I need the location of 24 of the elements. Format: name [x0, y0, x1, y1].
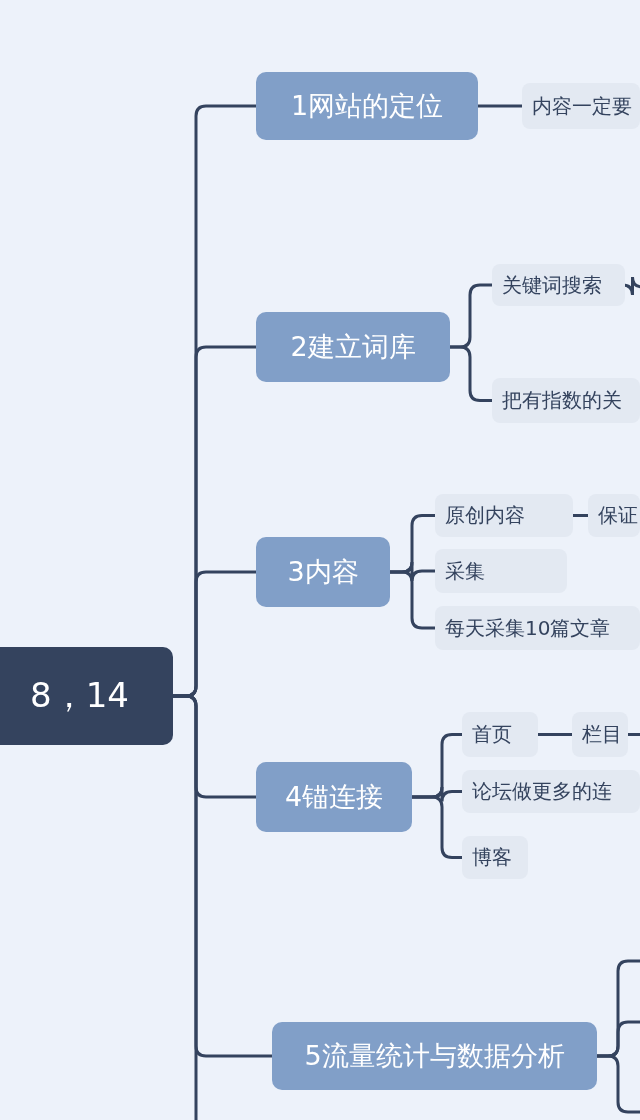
- main-topic: 4锚连接: [256, 762, 412, 832]
- connector-line: [478, 104, 522, 108]
- subtopic: 原创内容: [435, 494, 573, 537]
- subtopic: 把有指数的关: [492, 378, 640, 423]
- subtopic: 关键词搜索: [492, 264, 625, 306]
- connector-line: [173, 694, 198, 1120]
- subtopic: 论坛做更多的连: [462, 770, 640, 813]
- main-topic: 1网站的定位: [256, 72, 478, 140]
- subtopic: 栏目: [572, 712, 628, 757]
- connector-line: [628, 733, 640, 736]
- subtopic: 每天采集10篇文章: [435, 606, 640, 650]
- subtopic: 首页: [462, 712, 538, 757]
- subtopic: 采集: [435, 549, 567, 593]
- main-topic: 5流量统计与数据分析: [272, 1022, 597, 1090]
- connector-line: [597, 1054, 640, 1114]
- subtopic: 博客: [462, 836, 528, 879]
- connector-line: [573, 514, 588, 517]
- subtopic: 保证: [588, 494, 640, 537]
- main-topic: 2建立词库: [256, 312, 450, 382]
- central-topic: 8，14: [0, 647, 173, 745]
- connector-line: [390, 570, 435, 630]
- subtopic: 内容一定要: [522, 83, 640, 129]
- connector-line: [538, 733, 572, 736]
- main-topic: 3内容: [256, 537, 390, 607]
